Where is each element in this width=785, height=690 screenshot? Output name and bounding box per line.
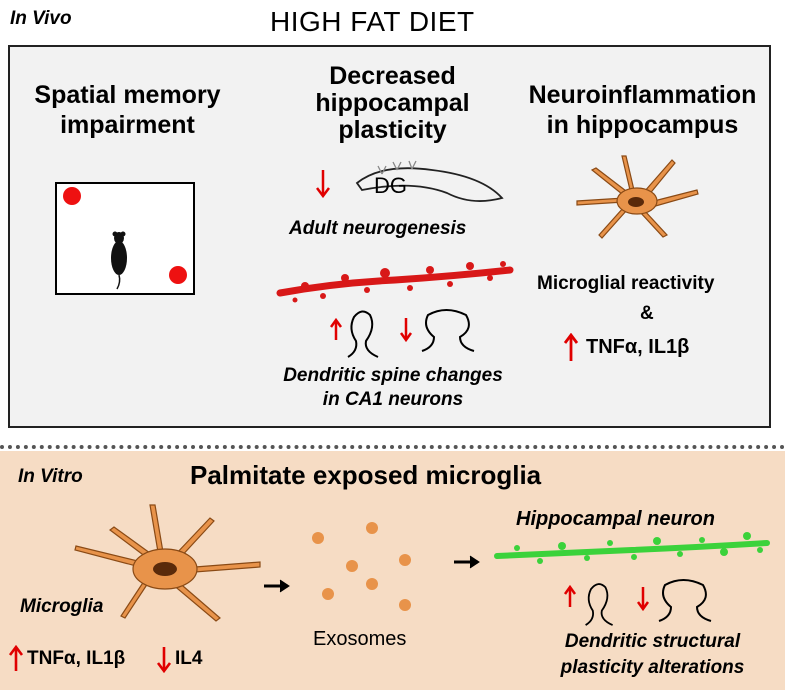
arrow-down-icon bbox=[316, 170, 330, 198]
caption-line: in CA1 neurons bbox=[322, 389, 464, 410]
exosome-dot bbox=[399, 599, 411, 611]
high-fat-diet-title: HIGH FAT DIET bbox=[270, 6, 475, 37]
heading-line: Spatial memory bbox=[34, 81, 221, 109]
arrow-down-icon bbox=[156, 647, 172, 673]
hippocampal-neuron-label: Hippocampal neuron bbox=[516, 508, 715, 530]
thin-spine-icon bbox=[585, 583, 613, 626]
exosome-dot bbox=[346, 560, 358, 572]
heading-line: impairment bbox=[60, 111, 195, 139]
reward-target-icon bbox=[63, 187, 81, 205]
arrow-down-icon bbox=[399, 318, 413, 342]
arrow-up-icon bbox=[563, 333, 579, 361]
heading-line: hippocampal bbox=[315, 89, 470, 117]
exosome-dot bbox=[366, 522, 378, 534]
caption-line: Dendritic spine changes bbox=[283, 365, 503, 386]
ampersand-label: & bbox=[640, 303, 654, 324]
in-vivo-label: In Vivo bbox=[10, 8, 72, 29]
in-vitro-panel bbox=[0, 451, 785, 690]
arrow-right-icon bbox=[264, 579, 290, 593]
arrow-up-icon bbox=[329, 318, 343, 340]
hippocampal-plasticity-heading: Decreased hippocampal plasticity bbox=[285, 63, 500, 144]
thin-spine-icon bbox=[347, 310, 379, 358]
heading-line: in hippocampus bbox=[546, 111, 739, 139]
dendritic-spine-caption: Dendritic spine changes in CA1 neurons bbox=[248, 364, 538, 412]
microglia-icon bbox=[576, 155, 699, 239]
dentate-gyrus-icon bbox=[355, 160, 504, 202]
exosome-cluster bbox=[312, 522, 411, 611]
neuroinflammation-heading: Neuroinflammation in hippocampus bbox=[520, 80, 765, 140]
in-vitro-label: In Vitro bbox=[18, 466, 83, 487]
dendrite-icon-green bbox=[494, 532, 770, 564]
heading-line: Decreased bbox=[329, 62, 456, 90]
microglia-label: Microglia bbox=[20, 596, 104, 617]
dendrite-icon-red bbox=[276, 261, 514, 303]
exosomes-label: Exosomes bbox=[313, 628, 407, 650]
arrow-down-icon bbox=[636, 587, 650, 611]
arrow-up-icon bbox=[563, 585, 577, 607]
adult-neurogenesis-label: Adult neurogenesis bbox=[289, 218, 467, 239]
microglia-icon bbox=[74, 504, 261, 622]
arrow-up-icon bbox=[8, 645, 24, 671]
exosome-dot bbox=[366, 578, 378, 590]
mushroom-spine-icon bbox=[421, 309, 475, 352]
cytokine-down-label: IL4 bbox=[175, 648, 203, 669]
exosome-dot bbox=[322, 588, 334, 600]
section-divider bbox=[0, 445, 785, 449]
arrow-right-icon bbox=[454, 555, 480, 569]
microglial-reactivity-label: Microglial reactivity bbox=[537, 273, 715, 294]
caption-line: plasticity alterations bbox=[560, 657, 745, 678]
palmitate-title: Palmitate exposed microglia bbox=[190, 460, 542, 490]
dg-label: DG bbox=[374, 173, 407, 198]
heading-line: plasticity bbox=[338, 116, 447, 144]
maze-icons bbox=[63, 187, 187, 290]
cytokine-label: TNFα, IL1β bbox=[586, 336, 690, 358]
mushroom-spine-icon bbox=[658, 579, 712, 622]
cytokines-up-label: TNFα, IL1β bbox=[27, 648, 126, 669]
reward-target-icon bbox=[169, 266, 187, 284]
heading-line: Neuroinflammation bbox=[528, 81, 757, 109]
exosome-dot bbox=[312, 532, 324, 544]
exosome-dot bbox=[399, 554, 411, 566]
spatial-memory-heading: Spatial memory impairment bbox=[20, 80, 235, 140]
caption-line: Dendritic structural bbox=[564, 631, 741, 652]
mouse-icon bbox=[111, 231, 127, 290]
structural-alterations-caption: Dendritic structural plasticity alterati… bbox=[520, 629, 785, 681]
